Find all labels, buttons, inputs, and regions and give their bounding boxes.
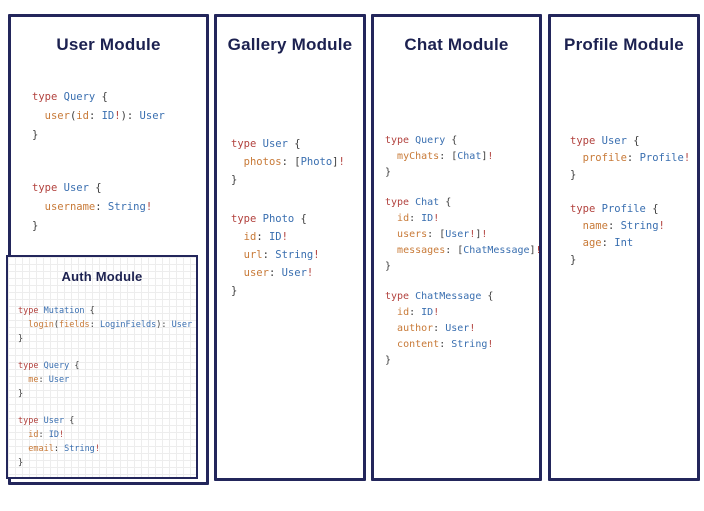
panel-title: User Module [56,35,161,54]
panel-chat-module: Chat Module type Query { myChats: [Chat]… [371,14,542,481]
schema-code-gallery: type User { photos: [Photo]!}type Photo … [231,138,345,297]
panel-title: Chat Module [404,35,509,54]
panel-title: Gallery Module [227,35,353,54]
schema-code-auth: type Mutation { login(fields: LoginField… [18,306,193,468]
panel-auth-module: Auth Module type Mutation { login(fields… [6,255,198,479]
panel-user-module: User Module type Query { user(id: ID!): … [6,14,209,485]
schema-code-profile: type User { profile: Profile!}type Profi… [570,135,691,266]
schema-code-chat: type Query { myChats: [Chat]!}type Chat … [385,135,542,366]
panel-title: Profile Module [564,35,684,54]
schema-code-user: type Query { user(id: ID!): User}type Us… [32,91,165,232]
panel-profile-module: Profile Module type User { profile: Prof… [548,14,700,481]
panel-title: Auth Module [61,269,143,284]
panel-gallery-module: Gallery Module type User { photos: [Phot… [214,14,366,481]
